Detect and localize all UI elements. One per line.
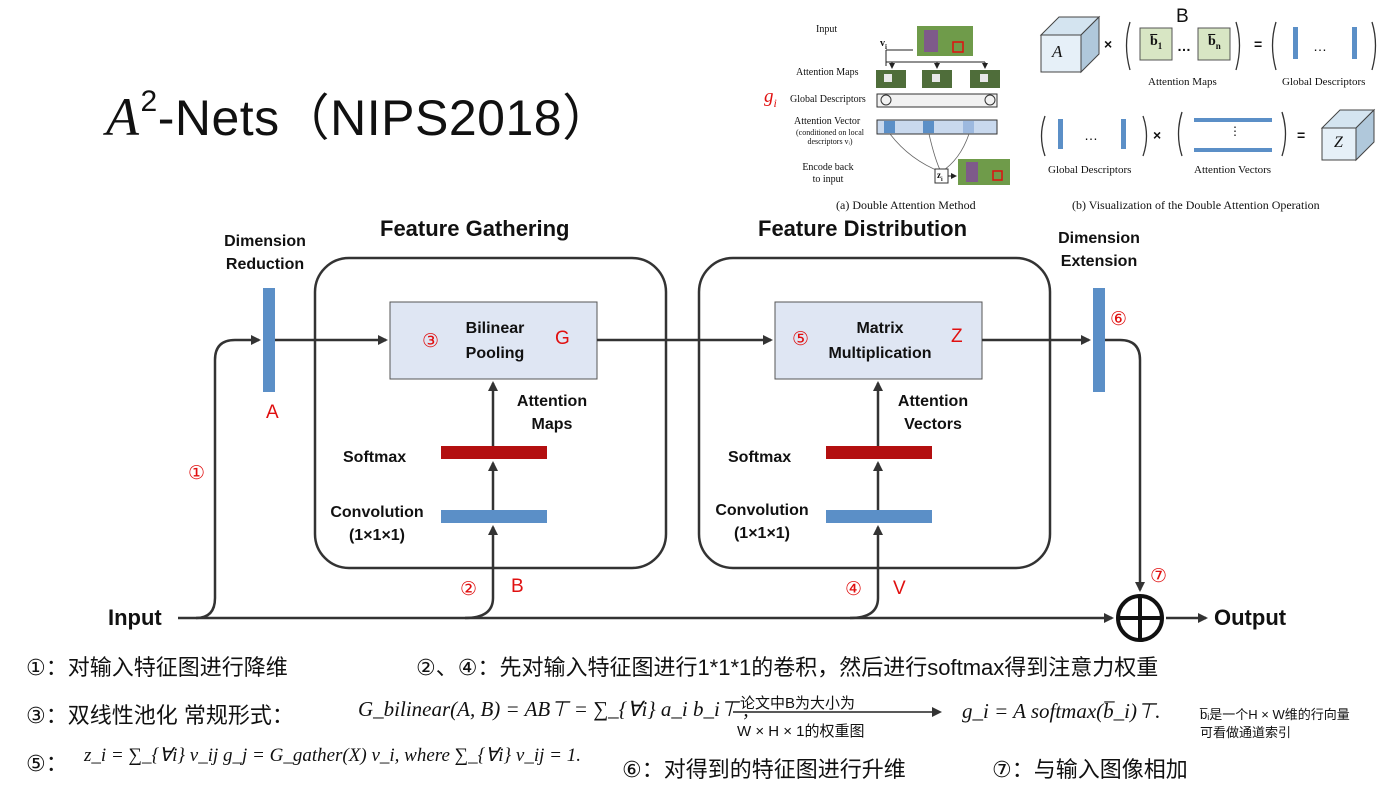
tr-caption: (b) Visualization of the Double Attentio… <box>1072 198 1320 212</box>
tl-encode-back-label: Encode back to input <box>802 162 854 185</box>
top-left-figure <box>876 26 1010 185</box>
global-descriptor-bar <box>1293 27 1298 59</box>
arrow-note-2: W × H × 1的权重图 <box>737 723 865 740</box>
feature-distribution-header: Feature Distribution <box>758 216 968 241</box>
conv-bar-right <box>826 510 932 523</box>
tl-gi-label: gi <box>764 86 777 110</box>
sum-node <box>1116 594 1164 642</box>
note-6: ⑥：对得到的特征图进行升维 <box>622 757 906 782</box>
cube-a <box>1040 34 1082 73</box>
tr-equals-2: = <box>1297 127 1306 143</box>
tr-times-2: × <box>1153 127 1162 143</box>
tr-vdots: ⋮ <box>1229 124 1241 138</box>
input-label: Input <box>108 605 162 630</box>
tr-bn-label: b̅n <box>1208 34 1221 51</box>
attention-vector-bar <box>1194 118 1272 122</box>
tl-attention-vector-label: Attention Vector <box>794 116 861 127</box>
input-person <box>924 30 938 52</box>
descriptor-icon <box>984 94 996 106</box>
note-3: ③：双线性池化 常规形式： <box>26 703 294 728</box>
formula-zi: z_i = ∑_{∀i} v_ij g_j = G_gather(X) v_i,… <box>84 745 581 766</box>
diagram-arrows <box>178 335 1208 623</box>
matrix-multiplication-box <box>774 301 983 380</box>
mark-n1: ① <box>188 463 206 484</box>
global-descriptor-bar <box>1352 27 1357 59</box>
tr-equals-1: = <box>1254 36 1263 52</box>
title-base: A <box>106 87 140 147</box>
tl-zi-label: zi <box>937 170 943 183</box>
global-descriptors-row <box>876 93 998 108</box>
convolution-label-left: Convolution(1×1×1) <box>330 504 424 544</box>
mark-n4: ④ <box>845 579 863 600</box>
note-5: ⑤： <box>26 751 68 776</box>
tr-global-descriptors-2: Global Descriptors <box>1048 164 1132 176</box>
softmax-label-left: Softmax <box>343 449 407 466</box>
side-note-2: 可看做通道索引 <box>1200 725 1292 740</box>
tr-b-label: B <box>1176 6 1189 27</box>
tr-dots-1: … <box>1177 38 1191 54</box>
mark-a: A <box>266 402 279 423</box>
page-title: A2-Nets（NIPS2018） <box>106 78 613 150</box>
title-rest: -Nets（NIPS2018） <box>157 90 613 146</box>
global-descriptor-bar <box>1121 119 1126 149</box>
tl-vi-label: vi <box>880 38 887 51</box>
tr-b1-label: b̅1 <box>1150 34 1163 51</box>
side-note-1: b̅ᵢ是一个H × W维的行向量 <box>1200 707 1350 722</box>
softmax-bar-left <box>441 446 547 459</box>
mark-n7: ⑦ <box>1150 566 1168 587</box>
tl-input-label: Input <box>816 24 838 35</box>
note-7: ⑦：与输入图像相加 <box>992 757 1188 782</box>
formula-bilinear: G_bilinear(A, B) = AB⊤ = ∑_{∀i} a_i b_i⊤… <box>358 697 749 721</box>
mark-n6: ⑥ <box>1110 309 1128 330</box>
note-2-4: ②、④：先对输入特征图进行1*1*1的卷积，然后进行softmax得到注意力权重 <box>416 655 1159 680</box>
output-label: Output <box>1214 605 1287 630</box>
bn-matrix <box>1197 27 1231 61</box>
convolution-label-right: Convolution(1×1×1) <box>715 502 809 542</box>
cube-z <box>1321 127 1357 161</box>
tr-times-1: × <box>1104 36 1113 52</box>
top-right-figure <box>1039 15 1377 162</box>
b1-matrix <box>1139 27 1173 61</box>
mark-n2: ② <box>460 579 478 600</box>
mark-b: B <box>511 576 524 597</box>
tr-attention-maps: Attention Maps <box>1148 76 1217 88</box>
title-sup: 2 <box>140 85 158 118</box>
feature-gathering-header: Feature Gathering <box>380 216 570 241</box>
tl-global-descriptors-label: Global Descriptors <box>790 94 866 105</box>
tl-attention-vector-note: (conditioned on local descriptors vᵢ) <box>796 128 864 146</box>
mark-z: Z <box>951 326 963 347</box>
mark-g: G <box>555 328 570 349</box>
tr-dots-3: … <box>1084 127 1098 143</box>
arrow-note-1: 论文中B为大小为 <box>740 695 856 712</box>
tl-caption: (a) Double Attention Method <box>836 198 976 212</box>
descriptor-icon <box>880 94 892 106</box>
mark-v: V <box>893 578 906 599</box>
tr-z-label: Z <box>1334 134 1343 151</box>
tl-attention-maps-label: Attention Maps <box>796 67 859 78</box>
dimension-reduction-bar <box>263 288 275 392</box>
conv-bar-left <box>441 510 547 523</box>
input-roi <box>952 41 964 53</box>
tr-dots-2: … <box>1313 38 1327 54</box>
tr-attention-vectors: Attention Vectors <box>1194 164 1272 176</box>
mark-n3: ③ <box>422 331 440 352</box>
formula-gi: g_i = A softmax(b̅_i)⊤. <box>962 699 1161 723</box>
tr-global-descriptors-1: Global Descriptors <box>1282 76 1366 88</box>
softmax-label-right: Softmax <box>728 449 792 466</box>
note-1: ①：对输入特征图进行降维 <box>26 655 288 680</box>
attention-vector-bar <box>1194 148 1272 152</box>
dimension-extension-bar <box>1093 288 1105 392</box>
mark-n5: ⑤ <box>792 329 810 350</box>
bilinear-pooling-box <box>389 301 598 380</box>
global-descriptor-bar <box>1058 119 1063 149</box>
tr-a-label: A <box>1052 42 1063 61</box>
softmax-bar-right <box>826 446 932 459</box>
